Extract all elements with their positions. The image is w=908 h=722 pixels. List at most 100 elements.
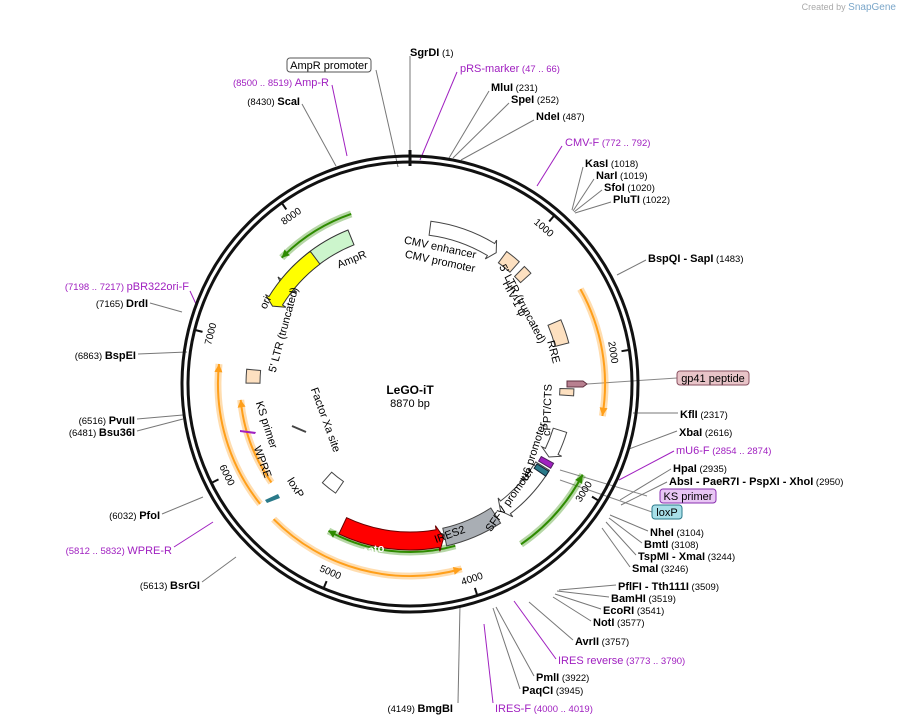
label-pflfi-tth111i: PflFI - Tth111I (3509) [618, 581, 719, 593]
leader-bspqi-sapi [616, 259, 647, 276]
label-name: PaqCI [522, 685, 553, 697]
label-ires-reverse: IRES reverse (3773 .. 3790) [558, 655, 685, 667]
label-name: NheI [650, 527, 674, 539]
leader-avrii [528, 601, 574, 641]
label-number: (3773 .. 3790) [623, 656, 685, 667]
label-number: (5812 .. 5832) [66, 546, 128, 557]
green-arc-ampr-head [281, 249, 290, 258]
ltr-left-feature [245, 368, 262, 384]
leader-noti [552, 596, 592, 622]
leader-spei [452, 102, 510, 159]
snapgene-watermark: Created by SnapGene [802, 2, 896, 13]
label-text: (8430) ScaI [247, 96, 300, 108]
label-kasi: KasI (1018) [585, 158, 638, 170]
label-text: SpeI (252) [511, 94, 559, 106]
label-text: SmaI (3246) [632, 563, 688, 575]
label-amp-r: (8500 .. 8519) Amp-R [233, 77, 329, 89]
label-number: (2950) [813, 477, 843, 488]
tag-ks: KS primer [659, 488, 717, 504]
label-pfoi: (6032) PfoI [109, 510, 160, 522]
label-text: (7165) DrdI [96, 298, 148, 310]
label-name: WPRE-R [127, 545, 172, 557]
label-bamhi: BamHI (3519) [611, 593, 676, 605]
label-text: XbaI (2616) [679, 427, 732, 439]
label-kfli: KflI (2317) [680, 409, 728, 421]
tick-3000 [591, 495, 600, 502]
label-number: (231) [513, 83, 538, 94]
leader-bamhi [556, 590, 610, 598]
label-box [286, 57, 372, 73]
label-name: PluTI [613, 194, 640, 206]
label-number: (1020) [625, 183, 655, 194]
ltr5-feature [497, 250, 521, 273]
label-number: (1483) [713, 254, 743, 265]
label-paqci: PaqCI (3945) [522, 685, 583, 697]
tag-text: KS primer [664, 491, 713, 503]
leader-bmgbi [457, 604, 461, 704]
label-name: BspQI - SapI [648, 253, 713, 265]
u6-feature [540, 427, 568, 458]
leader-paqci [492, 607, 521, 690]
leader-ks [559, 469, 648, 497]
label-number: (6516) [79, 416, 109, 427]
orange-arc-1500-head [599, 407, 608, 416]
hiv-feature [513, 265, 532, 284]
label-text: AvrII (3757) [575, 636, 629, 648]
label-text: MluI (231) [491, 82, 538, 94]
leader-pvuii [136, 414, 184, 420]
label-name: HpaI [673, 463, 697, 475]
label-number: (8430) [247, 97, 277, 108]
label-number: (2616) [702, 428, 732, 439]
orange-arc-4050 [271, 516, 463, 580]
tick-4000 [473, 587, 479, 596]
label-name: ScaI [277, 96, 300, 108]
leader-scai [301, 103, 337, 167]
label-number: (1) [439, 48, 453, 59]
label-text: mU6-F (2854 .. 2874) [676, 445, 771, 457]
label-name: MluI [491, 82, 513, 94]
leader-loxp [559, 479, 653, 513]
label-text: NdeI (487) [536, 111, 585, 123]
green-arc-tdtomato-head [328, 530, 337, 538]
wpre-label: WPRE [251, 444, 274, 479]
rre-feature [547, 319, 570, 348]
label-text: NheI (3104) [650, 527, 704, 539]
label-nari: NarI (1019) [596, 170, 648, 182]
label-number: (1022) [640, 195, 670, 206]
label-text: HpaI (2935) [673, 463, 727, 475]
tag-text: gp41 peptide [681, 373, 745, 385]
label-number: (3577) [614, 618, 644, 629]
tick-label-4000: 4000 [460, 571, 485, 588]
label-ndei: NdeI (487) [536, 111, 585, 123]
label-name: KflI [680, 409, 698, 421]
label-text: TspMI - XmaI (3244) [638, 551, 735, 563]
label-number: (6863) [75, 351, 105, 362]
orange-arc-5700 [214, 363, 263, 507]
tick-label-1000: 1000 [531, 217, 555, 240]
tick-1000 [548, 214, 556, 223]
tag-box [659, 488, 717, 504]
plasmid-name: LeGO-iT [386, 383, 434, 397]
label-text: (6481) Bsu36I [69, 427, 135, 439]
tag-box [651, 504, 683, 520]
tick-6000 [210, 478, 219, 484]
leader-pbr322ori-f [189, 290, 197, 305]
label-name: PvuII [109, 415, 135, 427]
label-cmv-f: CMV-F (772 .. 792) [565, 137, 650, 149]
label-text: CMV-F (772 .. 792) [565, 137, 650, 149]
label-number: (3108) [668, 540, 698, 551]
label-name: mU6-F [676, 445, 710, 457]
tag-gp41: gp41 peptide [676, 370, 750, 386]
cmv-feature [428, 220, 498, 260]
label-text: (6032) PfoI [109, 510, 160, 522]
label-nhei: NheI (3104) [650, 527, 704, 539]
label-name: SpeI [511, 94, 534, 106]
leader-pmli [495, 606, 535, 677]
leader-hpai [619, 468, 672, 501]
label-number: (7165) [96, 299, 126, 310]
label-name: NotI [593, 617, 614, 629]
label-bmti: BmtI (3108) [644, 539, 699, 551]
tick-5000 [322, 580, 328, 589]
